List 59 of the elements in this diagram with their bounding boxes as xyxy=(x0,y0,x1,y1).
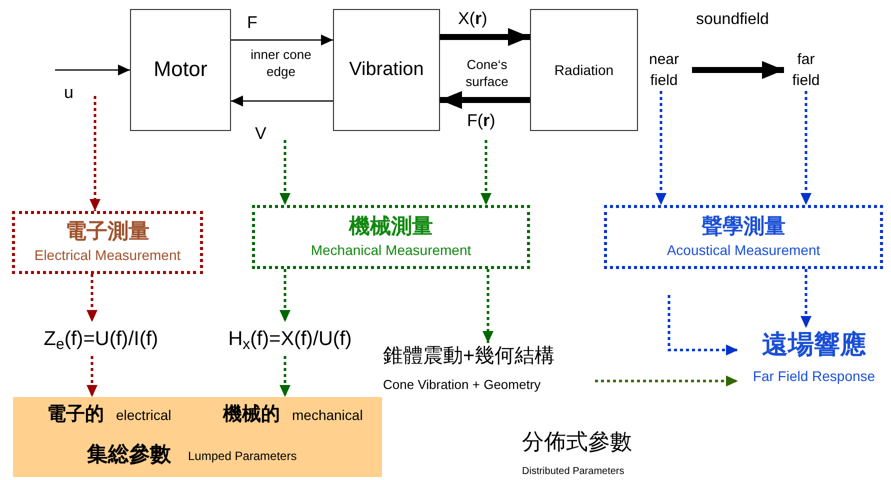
arrow xyxy=(668,295,738,356)
box-subtitle: Electrical Measurement xyxy=(34,246,181,265)
panel-text: 電子的 xyxy=(47,403,104,427)
arrow xyxy=(800,269,812,328)
arrow xyxy=(482,269,494,343)
edge-label: X(r) xyxy=(458,8,488,30)
panel-text: 集総參數 xyxy=(87,442,171,468)
text-label: Cone‘s surface xyxy=(464,56,510,90)
text-label: 分佈式參數 xyxy=(522,428,632,456)
process-box xyxy=(333,9,440,131)
arrow xyxy=(55,64,130,76)
measurement-box xyxy=(604,205,883,269)
arrow xyxy=(231,96,333,106)
arrow xyxy=(86,274,98,322)
edge-label: F xyxy=(247,12,258,34)
arrow xyxy=(692,61,784,79)
node-label: near field xyxy=(636,49,692,91)
box-subtitle: Mechanical Measurement xyxy=(310,240,472,260)
box-label: Vibration xyxy=(349,58,424,82)
node-subtitle: Far Field Response xyxy=(752,367,876,386)
panel-text: electrical xyxy=(116,406,172,425)
node-heading: 錐體震動+幾何結構 xyxy=(383,344,555,369)
arrow xyxy=(280,140,290,205)
box-heading: 電子測量 xyxy=(66,219,150,245)
text-label: soundfield xyxy=(696,10,769,30)
edge-label: u xyxy=(64,82,74,104)
box-heading: 聲學測量 xyxy=(702,214,786,240)
arrow xyxy=(280,269,290,322)
text-label: inner cone edge xyxy=(250,46,312,80)
arrow xyxy=(595,376,738,386)
node-heading: 遠場響應 xyxy=(762,328,866,360)
arrow xyxy=(90,96,100,211)
node-label: far field xyxy=(784,49,828,91)
edge-label: V xyxy=(255,123,266,145)
node-subtitle: Cone Vibration + Geometry xyxy=(383,376,541,394)
process-box xyxy=(130,9,231,131)
arrow xyxy=(440,28,530,46)
box-heading: 機械測量 xyxy=(349,214,433,240)
edge-label: F(r) xyxy=(467,110,496,132)
formula-text: Z$_{e}$(f)=U(f)/I(f) xyxy=(25,322,177,356)
arrow xyxy=(86,356,98,397)
formula-text: H$_{x}$(f)=X(f)/U(f) xyxy=(210,322,370,356)
arrow xyxy=(231,34,333,46)
box-subtitle: Acoustical Measurement xyxy=(666,240,820,260)
arrow xyxy=(280,356,290,397)
panel-text: Lumped Parameters xyxy=(188,448,297,465)
arrow xyxy=(480,140,492,205)
panel-text: 機械的 xyxy=(223,403,280,427)
measurement-box xyxy=(12,211,203,274)
process-box xyxy=(530,9,638,131)
measurement-box xyxy=(252,205,530,269)
box-label: Radiation xyxy=(554,60,614,80)
arrow xyxy=(656,91,666,205)
box-label: Motor xyxy=(154,57,208,84)
parameters-panel xyxy=(13,397,382,477)
text-label: Distributed Parameters xyxy=(522,466,624,478)
arrow xyxy=(440,91,530,109)
arrow xyxy=(800,91,812,205)
panel-text: mechanical xyxy=(292,406,363,425)
